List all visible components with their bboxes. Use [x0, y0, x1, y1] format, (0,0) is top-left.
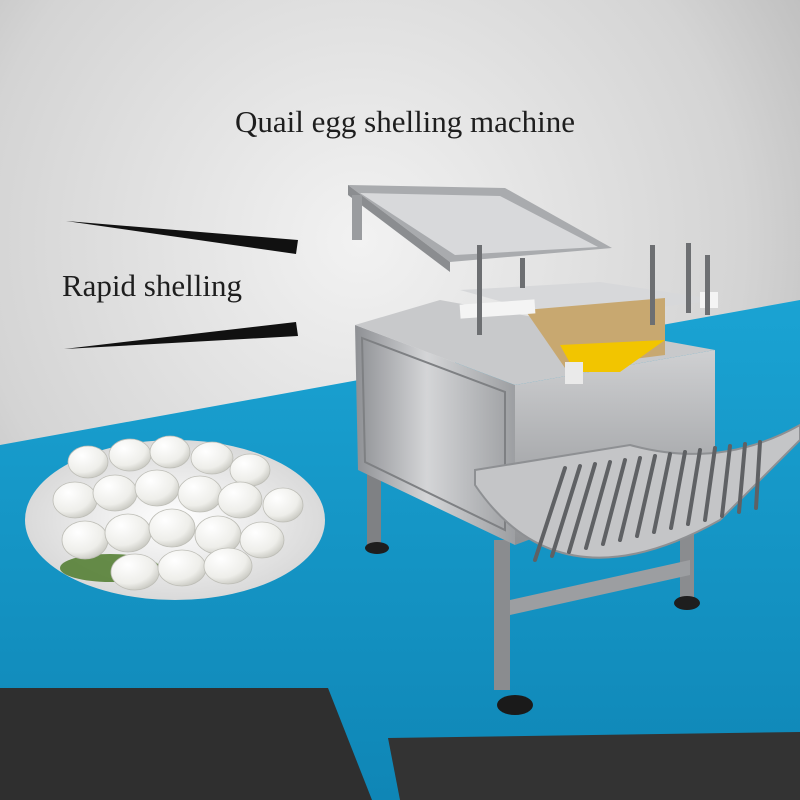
- chute-slot: [635, 454, 657, 538]
- chute-slot: [754, 440, 762, 510]
- egg: [61, 520, 109, 560]
- egg: [149, 435, 191, 469]
- egg-plate: [25, 435, 325, 600]
- chute-slot: [584, 460, 612, 550]
- speed-line-top: [66, 221, 298, 254]
- chute-slot: [652, 452, 672, 534]
- chute-slot: [567, 462, 597, 554]
- chute-slots: [533, 440, 762, 562]
- chute-slot: [601, 458, 627, 546]
- egg: [239, 521, 285, 559]
- chute-slot: [686, 448, 702, 526]
- chute-slot: [618, 456, 642, 542]
- dark-floor-right: [388, 732, 800, 800]
- shelling-machine: [348, 185, 800, 715]
- chute-slot: [550, 464, 582, 558]
- egg: [134, 469, 180, 507]
- chute-slot: [737, 442, 747, 514]
- egg: [157, 549, 207, 587]
- egg: [104, 513, 152, 553]
- egg: [110, 553, 160, 591]
- speed-line-bottom: [64, 322, 298, 349]
- egg: [229, 453, 271, 487]
- egg: [92, 474, 138, 512]
- chute-slot: [669, 450, 687, 530]
- egg: [52, 481, 98, 519]
- egg: [148, 508, 196, 548]
- boiled-eggs: [52, 435, 304, 591]
- headline: Quail egg shelling machine: [235, 104, 576, 139]
- egg: [190, 441, 234, 475]
- chute-slot: [533, 466, 567, 562]
- tagline: Rapid shelling: [62, 268, 242, 303]
- chute-slot: [720, 444, 732, 518]
- egg: [108, 438, 152, 472]
- egg: [177, 475, 223, 513]
- egg: [67, 445, 109, 479]
- egg: [262, 487, 304, 523]
- egg: [203, 547, 253, 585]
- egg: [217, 481, 263, 519]
- dark-floor-left: [0, 688, 372, 800]
- chute-slot: [703, 446, 717, 522]
